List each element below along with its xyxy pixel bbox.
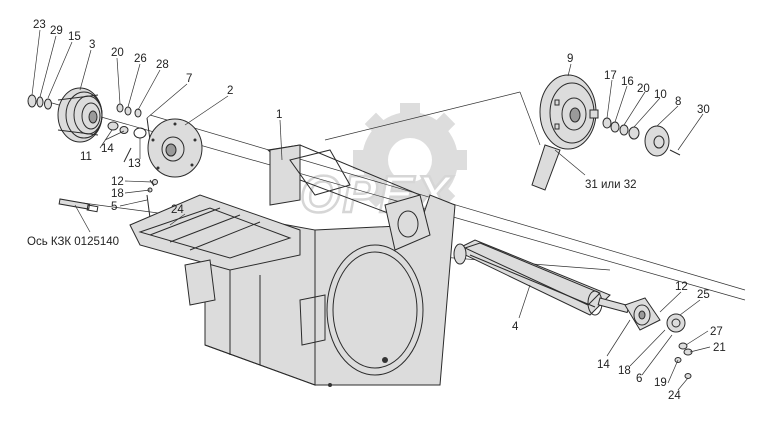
bearing-housing-14: [624, 297, 661, 331]
label-14-right: 14: [597, 359, 610, 371]
label-26: 26: [134, 53, 147, 65]
label-24-left: 24: [171, 204, 184, 216]
label-28: 28: [156, 59, 169, 71]
label-16: 16: [621, 76, 634, 88]
label-30: 30: [697, 104, 710, 116]
label-3: 3: [89, 39, 95, 51]
label-24-right: 24: [668, 390, 681, 402]
label-20-right: 20: [637, 83, 650, 95]
label-29: 29: [50, 25, 63, 37]
label-5: 5: [111, 201, 117, 213]
label-23: 23: [33, 19, 46, 31]
label-18-right: 18: [618, 365, 631, 377]
label-12-right: 12: [675, 281, 688, 293]
label-15: 15: [68, 31, 81, 43]
label-variant-note: 31 или 32: [585, 179, 637, 191]
label-21: 21: [713, 342, 726, 354]
bolts-13-12-18-5: [123, 147, 158, 219]
label-27: 27: [710, 326, 723, 338]
label-19: 19: [654, 377, 667, 389]
frame-1: [129, 144, 456, 387]
label-18-left: 18: [111, 188, 124, 200]
hub-parts-17-16-20-10: [602, 117, 640, 140]
label-10: 10: [654, 89, 667, 101]
flange-2: [147, 118, 203, 178]
pulley-3: [57, 87, 103, 143]
part-labels: 23 29 15 3 20 26 28 7 2 11 14 13 12 18 5…: [27, 19, 726, 402]
rotor-4: [453, 239, 630, 316]
bearing-set-20-26-28: [107, 103, 151, 141]
label-14-left: 14: [101, 143, 114, 155]
label-axis-note: Ось КЗК 0125140: [27, 236, 119, 248]
label-11: 11: [80, 151, 92, 163]
number-leaders: [31, 29, 711, 391]
label-2: 2: [227, 85, 233, 97]
label-7: 7: [186, 73, 192, 85]
belt-31-32: [531, 144, 561, 191]
label-12-left: 12: [111, 176, 124, 188]
label-17: 17: [604, 70, 617, 82]
pulley-9: [539, 74, 599, 150]
label-25: 25: [697, 289, 710, 301]
label-6: 6: [636, 373, 642, 385]
label-13: 13: [128, 158, 141, 170]
axle-shaft: [58, 198, 99, 213]
label-4: 4: [512, 321, 519, 333]
label-9: 9: [567, 53, 573, 65]
label-1: 1: [276, 109, 282, 121]
cover-8: [644, 125, 681, 157]
label-20-left: 20: [111, 47, 124, 59]
pulley-25: [666, 313, 686, 333]
washers-23-29-15: [27, 94, 52, 110]
label-8: 8: [675, 96, 681, 108]
